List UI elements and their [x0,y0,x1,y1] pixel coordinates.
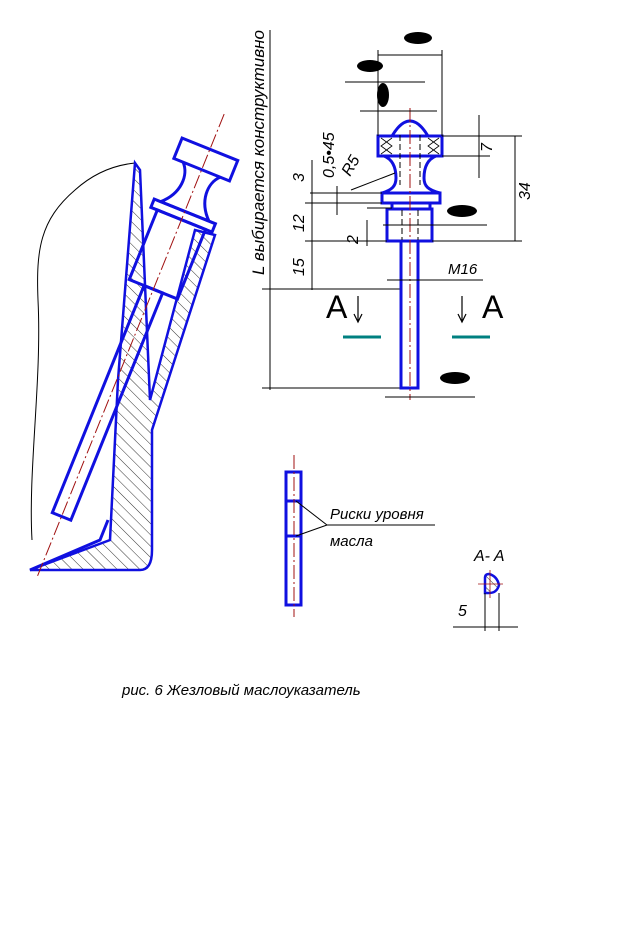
thread-label: M16 [448,261,478,278]
dim-3: 3 [291,173,308,182]
length-note: L выбирается конструктивно [249,30,268,275]
section-marker-left: A [326,289,348,325]
dim-5: 5 [458,603,467,620]
section-marker-right: A [482,289,504,325]
chamfer-note: 0,5•45 [321,132,338,178]
level-note-line1: Риски уровня [330,506,424,523]
knob-knurl [171,136,240,183]
dipstick-detail: L выбирается конструктивно [249,30,534,400]
dim-15: 15 [291,258,308,276]
dim-12: 12 [291,214,308,232]
section-title: A- A [473,548,505,565]
radius-note: R5 [339,153,364,179]
assembly-view [29,113,240,578]
dim-7: 7 [479,142,496,152]
figure-caption: рис. 6 Жезловый маслоуказатель [121,682,361,699]
level-note-line2: масла [330,533,373,550]
dim-2: 2 [345,235,362,245]
dim-34: 34 [517,182,534,200]
level-marks-detail: Риски уровня масла [284,455,435,617]
section-a-a: A- A 5 [453,548,518,631]
obscured-dimension-marks [357,32,477,384]
housing-outline [30,162,136,541]
knob-neck [381,154,441,195]
